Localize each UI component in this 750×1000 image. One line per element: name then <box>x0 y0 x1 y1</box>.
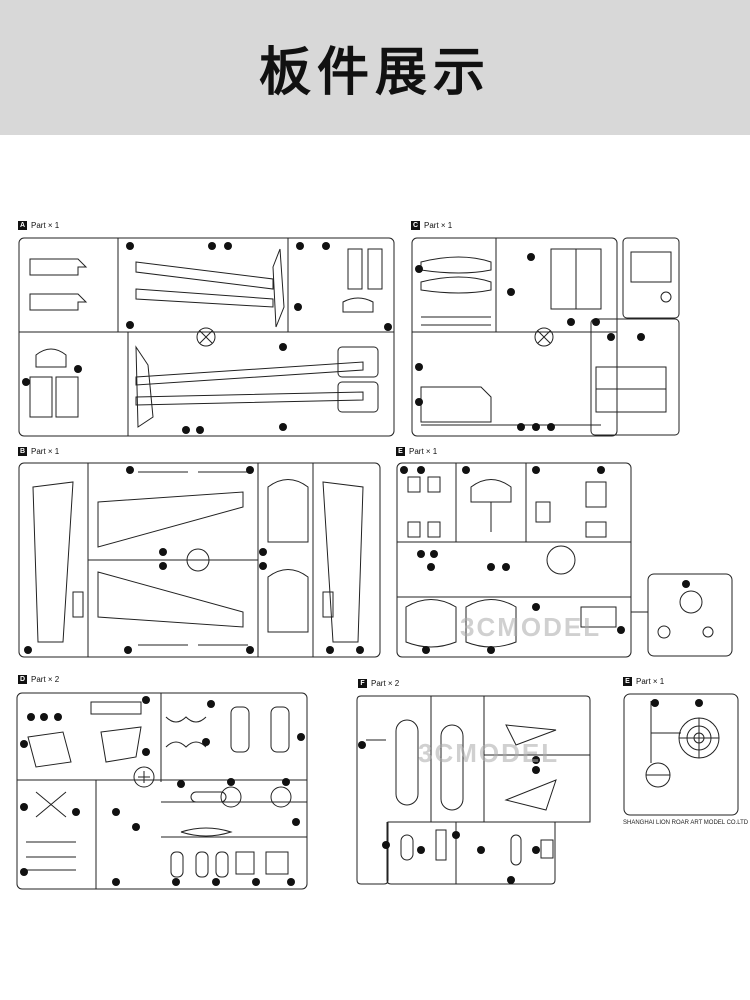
sprue-frame-f <box>356 695 591 885</box>
sprue-d-drawing <box>16 692 308 890</box>
sprue-qty-d: Part × 2 <box>31 675 60 684</box>
sprue-qty-e1: Part × 1 <box>409 447 438 456</box>
page-header: 板件展示 <box>0 0 750 135</box>
sprue-frame-b <box>18 462 381 658</box>
sprue-label-f: F Part × 2 <box>358 679 399 688</box>
manufacturer-text: SHANGHAI LION ROAR ART MODEL CO.LTD <box>623 820 749 826</box>
sprue-a-drawing <box>18 237 395 437</box>
sprue-letter-f: F <box>358 679 367 688</box>
sprue-frame-e2 <box>623 693 739 816</box>
sprue-qty-f: Part × 2 <box>371 679 400 688</box>
sprue-qty-e2: Part × 1 <box>636 677 665 686</box>
sprue-letter-e1: E <box>396 447 405 456</box>
sprue-letter-b: B <box>18 447 27 456</box>
sprue-qty-a: Part × 1 <box>31 221 60 230</box>
sprue-qty-c: Part × 1 <box>424 221 453 230</box>
sprue-letter-d: D <box>18 675 27 684</box>
sprue-e2-drawing <box>623 693 739 816</box>
part-number-markers <box>22 242 392 434</box>
sprue-c-drawing <box>411 237 680 437</box>
sprue-letter-e2: E <box>623 677 632 686</box>
sprue-label-c: C Part × 1 <box>411 221 452 230</box>
sprue-b-drawing <box>18 462 381 658</box>
sprue-letter-a: A <box>18 221 27 230</box>
sprue-label-b: B Part × 1 <box>18 447 59 456</box>
sprue-frame-e1 <box>396 462 734 658</box>
sprue-label-a: A Part × 1 <box>18 221 59 230</box>
sprue-frame-c <box>411 237 681 437</box>
sprue-label-e1: E Part × 1 <box>396 447 437 456</box>
sprue-e1-drawing <box>396 462 733 658</box>
sprue-frame-a <box>18 237 395 437</box>
sprue-f-drawing <box>356 695 591 885</box>
sprue-letter-c: C <box>411 221 420 230</box>
sprue-qty-b: Part × 1 <box>31 447 60 456</box>
page-title: 板件展示 <box>258 43 491 103</box>
sprue-frame-d <box>16 692 308 890</box>
sprue-label-e2: E Part × 1 <box>623 677 664 686</box>
sprue-label-d: D Part × 2 <box>18 675 59 684</box>
